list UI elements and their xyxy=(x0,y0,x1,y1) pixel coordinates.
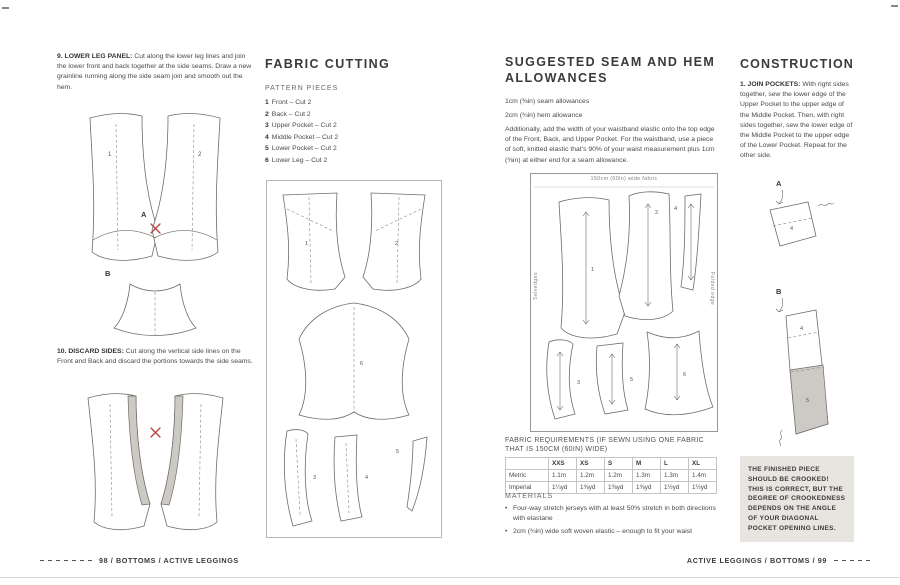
footer-left: 98 / BOTTOMS / ACTIVE LEGGINGS xyxy=(40,556,239,565)
piece-number: 6 xyxy=(360,361,363,367)
piece-number: 2 xyxy=(395,241,398,247)
pattern-pieces-subtitle: PATTERN PIECES xyxy=(265,85,339,92)
table-cell: 1⅜yd xyxy=(604,481,633,494)
piece-number: 6 xyxy=(683,372,686,378)
crooked-piece-note: THE FINISHED PIECE SHOULD BE CROOKED! TH… xyxy=(740,456,854,543)
piece-number: 4 xyxy=(790,226,793,232)
table-cell: XL xyxy=(688,457,717,470)
step-10-diagram xyxy=(87,393,224,531)
label-b: B xyxy=(776,287,782,296)
construction-step-1-body: With right sides together, sew the lower… xyxy=(740,81,853,160)
seam-allowance-line: 1cm (⅜in) seam allowances xyxy=(505,98,590,105)
table-row: Metric 1.1m 1.2m 1.2m 1.3m 1.3m 1.4m xyxy=(505,469,717,482)
table-cell: 1.2m xyxy=(576,469,605,482)
step-10-body: Cut along the vertical side lines on the… xyxy=(57,348,253,366)
table-cell: S xyxy=(604,457,633,470)
label-b: B xyxy=(105,269,111,278)
piece-number: 1 xyxy=(591,267,594,273)
piece-number: 4 xyxy=(674,206,677,212)
table-cell: 1½yd xyxy=(660,481,689,494)
table-cell: 1.3m xyxy=(660,469,689,482)
step-9-diagram: 1 2 A B xyxy=(89,113,221,336)
piece-number: 5 xyxy=(806,398,809,404)
table-row: Imperial 1¼yd 1⅜yd 1⅜yd 1⅜yd 1½yd 1½yd xyxy=(505,481,717,494)
hem-allowance-line: 2cm (¾in) hem allowance xyxy=(505,112,583,119)
piece-number: 3 xyxy=(577,380,580,386)
red-cut-mark xyxy=(150,223,161,234)
piece-number: 2 xyxy=(655,210,658,216)
page-edge-mark xyxy=(891,5,898,7)
step-10-label: 10. DISCARD SIDES: xyxy=(57,348,124,355)
cutting-layout-box: 150cm (60in) wide fabric Selvedges Folde… xyxy=(530,173,718,432)
piece-number: 1 xyxy=(305,241,308,247)
folded-edge-label: Folded edge xyxy=(709,271,715,305)
cutting-layout-diagram: 1 2 4 3 5 6 xyxy=(534,186,714,420)
label-a: A xyxy=(141,210,147,219)
page-bottom-rule xyxy=(0,577,900,578)
table-cell: Metric xyxy=(505,469,549,482)
table-cell: 1⅜yd xyxy=(576,481,605,494)
table-cell: 1¼yd xyxy=(548,481,577,494)
red-cut-mark xyxy=(150,427,161,438)
list-item: 2cm (¾in) wide soft woven elastic – enou… xyxy=(505,527,718,537)
table-cell xyxy=(505,457,549,470)
table-cell: XXS xyxy=(548,457,577,470)
panel-number-2: 2 xyxy=(198,152,202,158)
table-cell: XS xyxy=(576,457,605,470)
table-cell: Imperial xyxy=(505,481,549,494)
construction-step-1: 1. JOIN POCKETS: With right sides togeth… xyxy=(740,80,854,162)
piece-number: 4 xyxy=(800,326,803,332)
piece-number: 5 xyxy=(396,449,399,455)
table-cell: 1.2m xyxy=(604,469,633,482)
piece-number: 5 xyxy=(630,377,633,383)
table-cell: 1½yd xyxy=(688,481,717,494)
table-cell: 1.1m xyxy=(548,469,577,482)
footer-dash xyxy=(40,560,92,561)
table-header-row: XXS XS S M L XL xyxy=(505,457,717,470)
piece-number: 3 xyxy=(313,475,316,481)
table-cell: M xyxy=(632,457,661,470)
fabric-cutting-title: FABRIC CUTTING xyxy=(265,57,391,71)
materials-list: Four-way stretch jerseys with at least 5… xyxy=(505,504,718,541)
construction-step-1-label: 1. JOIN POCKETS: xyxy=(740,81,801,88)
construction-diagram-a: A 4 xyxy=(769,179,835,247)
pattern-sheet-diagram: 1 2 6 3 4 5 xyxy=(282,192,428,527)
fabric-requirements-heading: FABRIC REQUIREMENTS (IF SEWN USING ONE F… xyxy=(505,437,705,454)
list-item: Four-way stretch jerseys with at least 5… xyxy=(505,504,718,524)
page-edge-mark xyxy=(2,7,9,9)
pattern-sheet-box: 1 2 6 3 4 5 xyxy=(266,180,442,538)
step-10-text: 10. DISCARD SIDES: Cut along the vertica… xyxy=(57,347,255,367)
footer-right: ACTIVE LEGGINGS / BOTTOMS / 99 xyxy=(687,556,874,565)
construction-title: CONSTRUCTION xyxy=(740,57,854,71)
materials-heading: MATERIALS xyxy=(505,493,554,500)
table-cell: 1.3m xyxy=(632,469,661,482)
table-cell: L xyxy=(660,457,689,470)
footer-left-text: 98 / BOTTOMS / ACTIVE LEGGINGS xyxy=(99,556,239,565)
step-9-text: 9. LOWER LEG PANEL: Cut along the lower … xyxy=(57,52,255,93)
footer-right-text: ACTIVE LEGGINGS / BOTTOMS / 99 xyxy=(686,556,827,565)
construction-diagram-b: B 4 5 xyxy=(775,287,829,447)
table-cell: 1.4m xyxy=(688,469,717,482)
piece-number: 4 xyxy=(365,475,368,481)
panel-number-1: 1 xyxy=(108,152,112,158)
step-9-body: Cut along the lower leg lines and join t… xyxy=(57,53,252,91)
fabric-width-label: 150cm (60in) wide fabric xyxy=(590,176,658,182)
label-a: A xyxy=(776,179,782,188)
footer-dash xyxy=(834,560,874,561)
table-cell: 1⅜yd xyxy=(632,481,661,494)
fabric-requirements-table: XXS XS S M L XL Metric 1.1m 1.2m 1.2m 1.… xyxy=(505,457,717,494)
seam-section-body: Additionally, add the width of your wais… xyxy=(505,126,715,164)
seam-hem-title: SUGGESTED SEAM AND HEM ALLOWANCES xyxy=(505,55,716,86)
step-9-label: 9. LOWER LEG PANEL: xyxy=(57,53,133,60)
